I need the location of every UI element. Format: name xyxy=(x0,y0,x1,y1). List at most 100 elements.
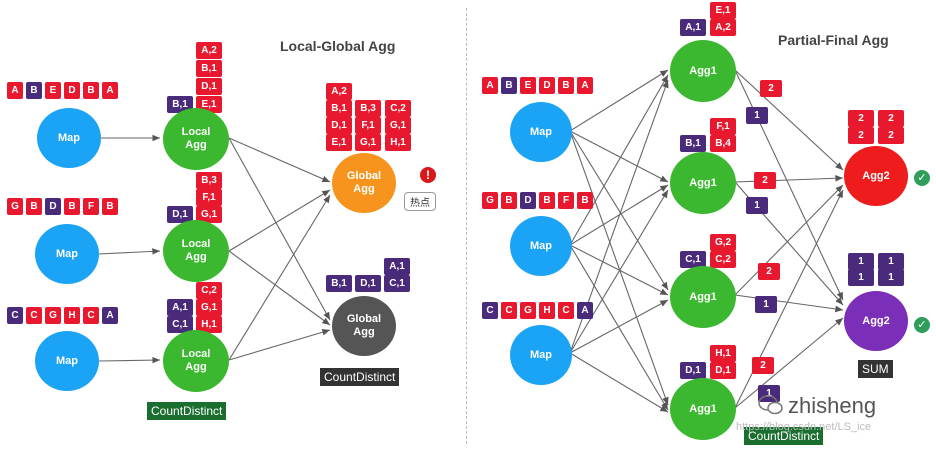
node-label: Agg1 xyxy=(689,402,717,415)
global1-label: G,1 xyxy=(355,134,381,151)
node-label: Local xyxy=(181,238,211,250)
key-label: B xyxy=(501,192,517,209)
key-label: D xyxy=(539,77,555,94)
global1-label: A,2 xyxy=(326,83,352,100)
partial-count: 1 xyxy=(746,197,768,214)
check-icon: ✓ xyxy=(914,170,930,186)
agg2-node-purple: Agg2 xyxy=(844,291,908,351)
key-label: E xyxy=(520,77,536,94)
agg1-4-label: H,1 xyxy=(710,345,736,362)
agg2-pur-label: 1 xyxy=(848,253,874,270)
agg1-4-label: D,1 xyxy=(680,362,706,379)
countdistinct-right-panel-banner: CountDistinct xyxy=(744,427,824,445)
key-label: C xyxy=(26,307,42,324)
agg2-pur-label: 1 xyxy=(878,269,904,286)
partial-count: 1 xyxy=(755,296,777,313)
local1-label: B,1 xyxy=(196,60,222,77)
key-label: B xyxy=(539,192,555,209)
global1-label: H,1 xyxy=(385,134,411,151)
edge-local2-global1 xyxy=(228,189,331,252)
key-label: C xyxy=(558,302,574,319)
key-label: G xyxy=(7,198,23,215)
agg1-1-label: A,1 xyxy=(680,19,706,36)
global2-label: C,1 xyxy=(384,275,410,292)
warning-icon: ! xyxy=(420,167,436,183)
key-label: C xyxy=(482,302,498,319)
key-label: H xyxy=(64,307,80,324)
agg2-red-label: 2 xyxy=(878,110,904,127)
global2-label: D,1 xyxy=(355,275,381,292)
panel-divider xyxy=(466,8,467,444)
watermark-brand: zhisheng xyxy=(788,393,877,418)
node-label: Agg1 xyxy=(689,290,717,303)
countdistinct-left-banner: CountDistinct xyxy=(147,402,227,420)
node-label: Global xyxy=(346,170,382,182)
key-label: G xyxy=(482,192,498,209)
right-panel-title: Partial-Final Agg xyxy=(778,32,889,48)
node-label: Map xyxy=(56,247,78,260)
key-label: G xyxy=(520,302,536,319)
left-map-node-2: Map xyxy=(35,224,99,284)
agg2-pur-label: 1 xyxy=(878,253,904,270)
node-label: Local xyxy=(181,126,211,138)
key-label: C xyxy=(7,307,23,324)
key-label: G xyxy=(45,307,61,324)
edge-local3-global1 xyxy=(228,194,331,361)
node-label: Agg1 xyxy=(689,176,717,189)
key-label: F xyxy=(558,192,574,209)
agg1-2-label: B,1 xyxy=(680,135,706,152)
global1-label: G,1 xyxy=(385,117,411,134)
global1-label: E,1 xyxy=(326,134,352,151)
agg2-red-label: 2 xyxy=(848,127,874,144)
edge-local2-global2 xyxy=(228,250,331,326)
right-map-node-2: Map xyxy=(510,216,572,276)
key-label: B xyxy=(83,82,99,99)
key-label: A xyxy=(102,307,118,324)
local2-label: B,3 xyxy=(196,172,222,189)
watermark-url: https://blog.csdn.net/LS_ice xyxy=(736,421,872,433)
agg1-node-3: Agg1 xyxy=(670,266,736,328)
agg1-node-2: Agg1 xyxy=(670,152,736,214)
global1-label: C,2 xyxy=(385,100,411,117)
agg1-node-1: Agg1 xyxy=(670,40,736,102)
edge-local1-global2 xyxy=(228,137,331,321)
local3-label: C,2 xyxy=(196,282,222,299)
key-label: B xyxy=(64,198,80,215)
edge-local3-global2 xyxy=(228,329,331,361)
key-label: H xyxy=(539,302,555,319)
key-label: D xyxy=(45,198,61,215)
key-label: E xyxy=(45,82,61,99)
node-label: Map xyxy=(530,125,552,138)
key-label: B xyxy=(558,77,574,94)
node-label: Map xyxy=(58,131,80,144)
partial-count: 2 xyxy=(754,172,776,189)
key-label: A xyxy=(482,77,498,94)
partial-count: 1 xyxy=(746,107,768,124)
partial-count: 2 xyxy=(760,80,782,97)
node-label: Agg xyxy=(185,251,207,263)
agg2-node-red: Agg2 xyxy=(844,146,908,206)
key-label: B xyxy=(102,198,118,215)
hotspot-tooltip: 热点 xyxy=(404,192,436,211)
edge-local1-global1 xyxy=(228,137,331,183)
node-label: Agg xyxy=(353,183,375,195)
local2-label: F,1 xyxy=(196,189,222,206)
key-label: D xyxy=(520,192,536,209)
global1-label: D,1 xyxy=(326,117,352,134)
node-label: Global xyxy=(346,313,382,325)
node-label: Agg1 xyxy=(689,64,717,77)
agg2-red-label: 2 xyxy=(848,110,874,127)
node-label: Map xyxy=(56,354,78,367)
edge-map2-local2 xyxy=(98,248,161,255)
global-agg-node-hot: Global Agg xyxy=(332,153,396,213)
agg1-3-label: G,2 xyxy=(710,234,736,251)
countdistinct-right-banner: CountDistinct xyxy=(320,368,400,386)
local-agg-node-1: Local Agg xyxy=(163,108,229,170)
local-agg-node-2: Local Agg xyxy=(163,220,229,282)
key-label: C xyxy=(83,307,99,324)
check-icon: ✓ xyxy=(914,317,930,333)
local2-label: G,1 xyxy=(196,206,222,223)
agg2-pur-label: 1 xyxy=(848,269,874,286)
global-agg-node-balanced: Global Agg xyxy=(332,296,396,356)
